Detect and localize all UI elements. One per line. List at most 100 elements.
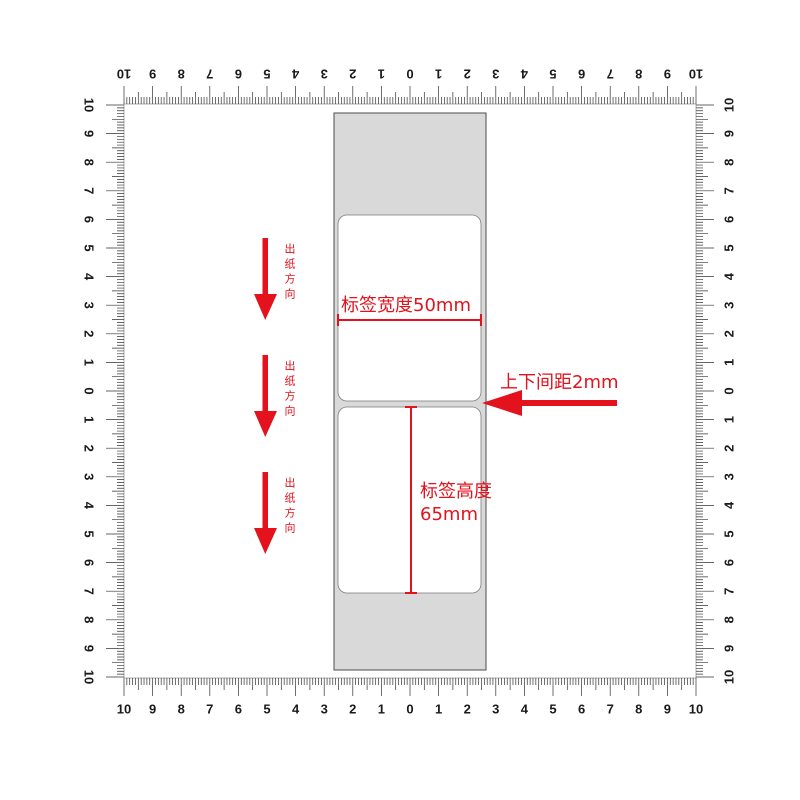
ruler-top-label: 4 — [520, 67, 528, 82]
ruler-left-label: 0 — [82, 387, 97, 394]
feed-direction-arrow-down-icon — [254, 238, 277, 320]
ruler-bottom-label: 3 — [321, 702, 328, 717]
width-dimension-line — [337, 314, 482, 326]
ruler-left-label: 5 — [82, 530, 97, 537]
ruler-left-label: 10 — [82, 98, 97, 112]
ruler-left-label: 7 — [82, 187, 97, 194]
ruler-right-label: 10 — [722, 670, 737, 684]
ruler-right-ticks — [696, 104, 714, 678]
gap-arrow-left-icon — [482, 390, 617, 416]
ruler-top-label: 6 — [235, 67, 242, 82]
ruler-right-label: 5 — [722, 530, 737, 537]
label-1 — [337, 214, 482, 402]
ruler-left-label: 3 — [82, 302, 97, 309]
feed-direction-label: 出纸方向 — [283, 477, 296, 537]
ruler-right-label: 3 — [722, 473, 737, 480]
ruler-right-label: 2 — [722, 445, 737, 452]
ruler-left-label: 3 — [82, 473, 97, 480]
ruler-bottom-label: 9 — [664, 702, 671, 717]
ruler-bottom-label: 2 — [349, 702, 356, 717]
ruler-top-label: 3 — [492, 67, 499, 82]
ruler-top-label: 3 — [321, 67, 328, 82]
ruler-bottom-label: 6 — [578, 702, 585, 717]
feed-direction-label: 出纸方向 — [283, 360, 296, 420]
ruler-bottom-ticks — [123, 678, 697, 696]
gap-annotation: 上下间距2mm — [500, 372, 619, 393]
feed-direction-arrow-down-icon — [254, 472, 277, 554]
ruler-top-label: 6 — [578, 67, 585, 82]
ruler-bottom-label: 9 — [149, 702, 156, 717]
ruler-right-label: 8 — [722, 616, 737, 623]
ruler-top-label: 5 — [263, 67, 270, 82]
ruler-left-label: 4 — [82, 273, 97, 281]
label-width-annotation: 标签宽度50mm — [341, 295, 471, 316]
ruler-left-label: 6 — [82, 216, 97, 223]
ruler-right-label: 6 — [722, 216, 737, 223]
ruler-top-label: 0 — [406, 67, 413, 82]
ruler-right-label: 2 — [722, 330, 737, 337]
ruler-right-label: 6 — [722, 559, 737, 566]
ruler-right-label: 5 — [722, 244, 737, 251]
ruler-bottom-label: 10 — [689, 702, 703, 717]
ruler-right-label: 0 — [722, 387, 737, 394]
ruler-top-label: 7 — [607, 67, 614, 82]
ruler-left-label: 2 — [82, 445, 97, 452]
ruler-right-label: 1 — [722, 359, 737, 366]
label-height-value: 65mm — [420, 504, 478, 525]
ruler-top-label: 1 — [435, 67, 442, 82]
ruler-top-label: 1 — [378, 67, 385, 82]
ruler-top-label: 4 — [291, 67, 299, 82]
ruler-top-label: 10 — [689, 67, 703, 82]
feed-direction-arrow-down-icon — [254, 355, 277, 437]
ruler-bottom-label: 4 — [521, 702, 529, 717]
ruler-right-label: 4 — [722, 272, 737, 280]
ruler-top-label: 8 — [178, 67, 185, 82]
ruler-left-label: 1 — [82, 359, 97, 366]
ruler-left-ticks — [106, 104, 124, 678]
ruler-bottom-label: 5 — [549, 702, 556, 717]
ruler-right-label: 10 — [722, 98, 737, 112]
ruler-bottom-label: 8 — [635, 702, 642, 717]
ruler-bottom-label: 10 — [117, 702, 131, 717]
ruler-left-label: 4 — [81, 502, 96, 510]
ruler-right-label: 7 — [722, 588, 737, 595]
ruler-top-label: 7 — [206, 67, 213, 82]
ruler-bottom-label: 6 — [235, 702, 242, 717]
ruler-top-label: 9 — [664, 67, 671, 82]
ruler-right-label: 7 — [722, 187, 737, 194]
ruler-left-label: 2 — [82, 330, 97, 337]
ruler-left-label: 10 — [82, 670, 97, 684]
ruler-bottom-label: 3 — [492, 702, 499, 717]
ruler-left-label: 8 — [82, 159, 97, 166]
ruler-left-label: 1 — [82, 416, 97, 423]
ruler-bottom-label: 8 — [178, 702, 185, 717]
ruler-top-label: 8 — [635, 67, 642, 82]
ruler-right-label: 1 — [722, 416, 737, 423]
ruler-right-label: 8 — [722, 159, 737, 166]
feed-direction-label: 出纸方向 — [283, 243, 296, 303]
height-dimension-line — [405, 406, 417, 594]
ruler-left-label: 5 — [82, 244, 97, 251]
ruler-left-label: 7 — [82, 588, 97, 595]
ruler-top-label: 9 — [149, 67, 156, 82]
ruler-top-ticks — [123, 86, 697, 104]
ruler-left-label: 8 — [82, 616, 97, 623]
ruler-top-label: 5 — [549, 67, 556, 82]
ruler-bottom-label: 1 — [378, 702, 385, 717]
ruler-bottom-label: 0 — [406, 702, 413, 717]
ruler-bottom-label: 7 — [607, 702, 614, 717]
ruler-left-label: 9 — [82, 645, 97, 652]
ruler-bottom-label: 2 — [464, 702, 471, 717]
ruler-top-label: 10 — [117, 67, 131, 82]
ruler-top-label: 2 — [464, 67, 471, 82]
ruler-bottom-label: 5 — [263, 702, 270, 717]
ruler-right-label: 9 — [722, 645, 737, 652]
ruler-bottom-label: 7 — [206, 702, 213, 717]
ruler-left-label: 9 — [82, 130, 97, 137]
ruler-left-label: 6 — [82, 559, 97, 566]
ruler-bottom-label: 4 — [292, 702, 300, 717]
ruler-bottom-label: 1 — [435, 702, 442, 717]
